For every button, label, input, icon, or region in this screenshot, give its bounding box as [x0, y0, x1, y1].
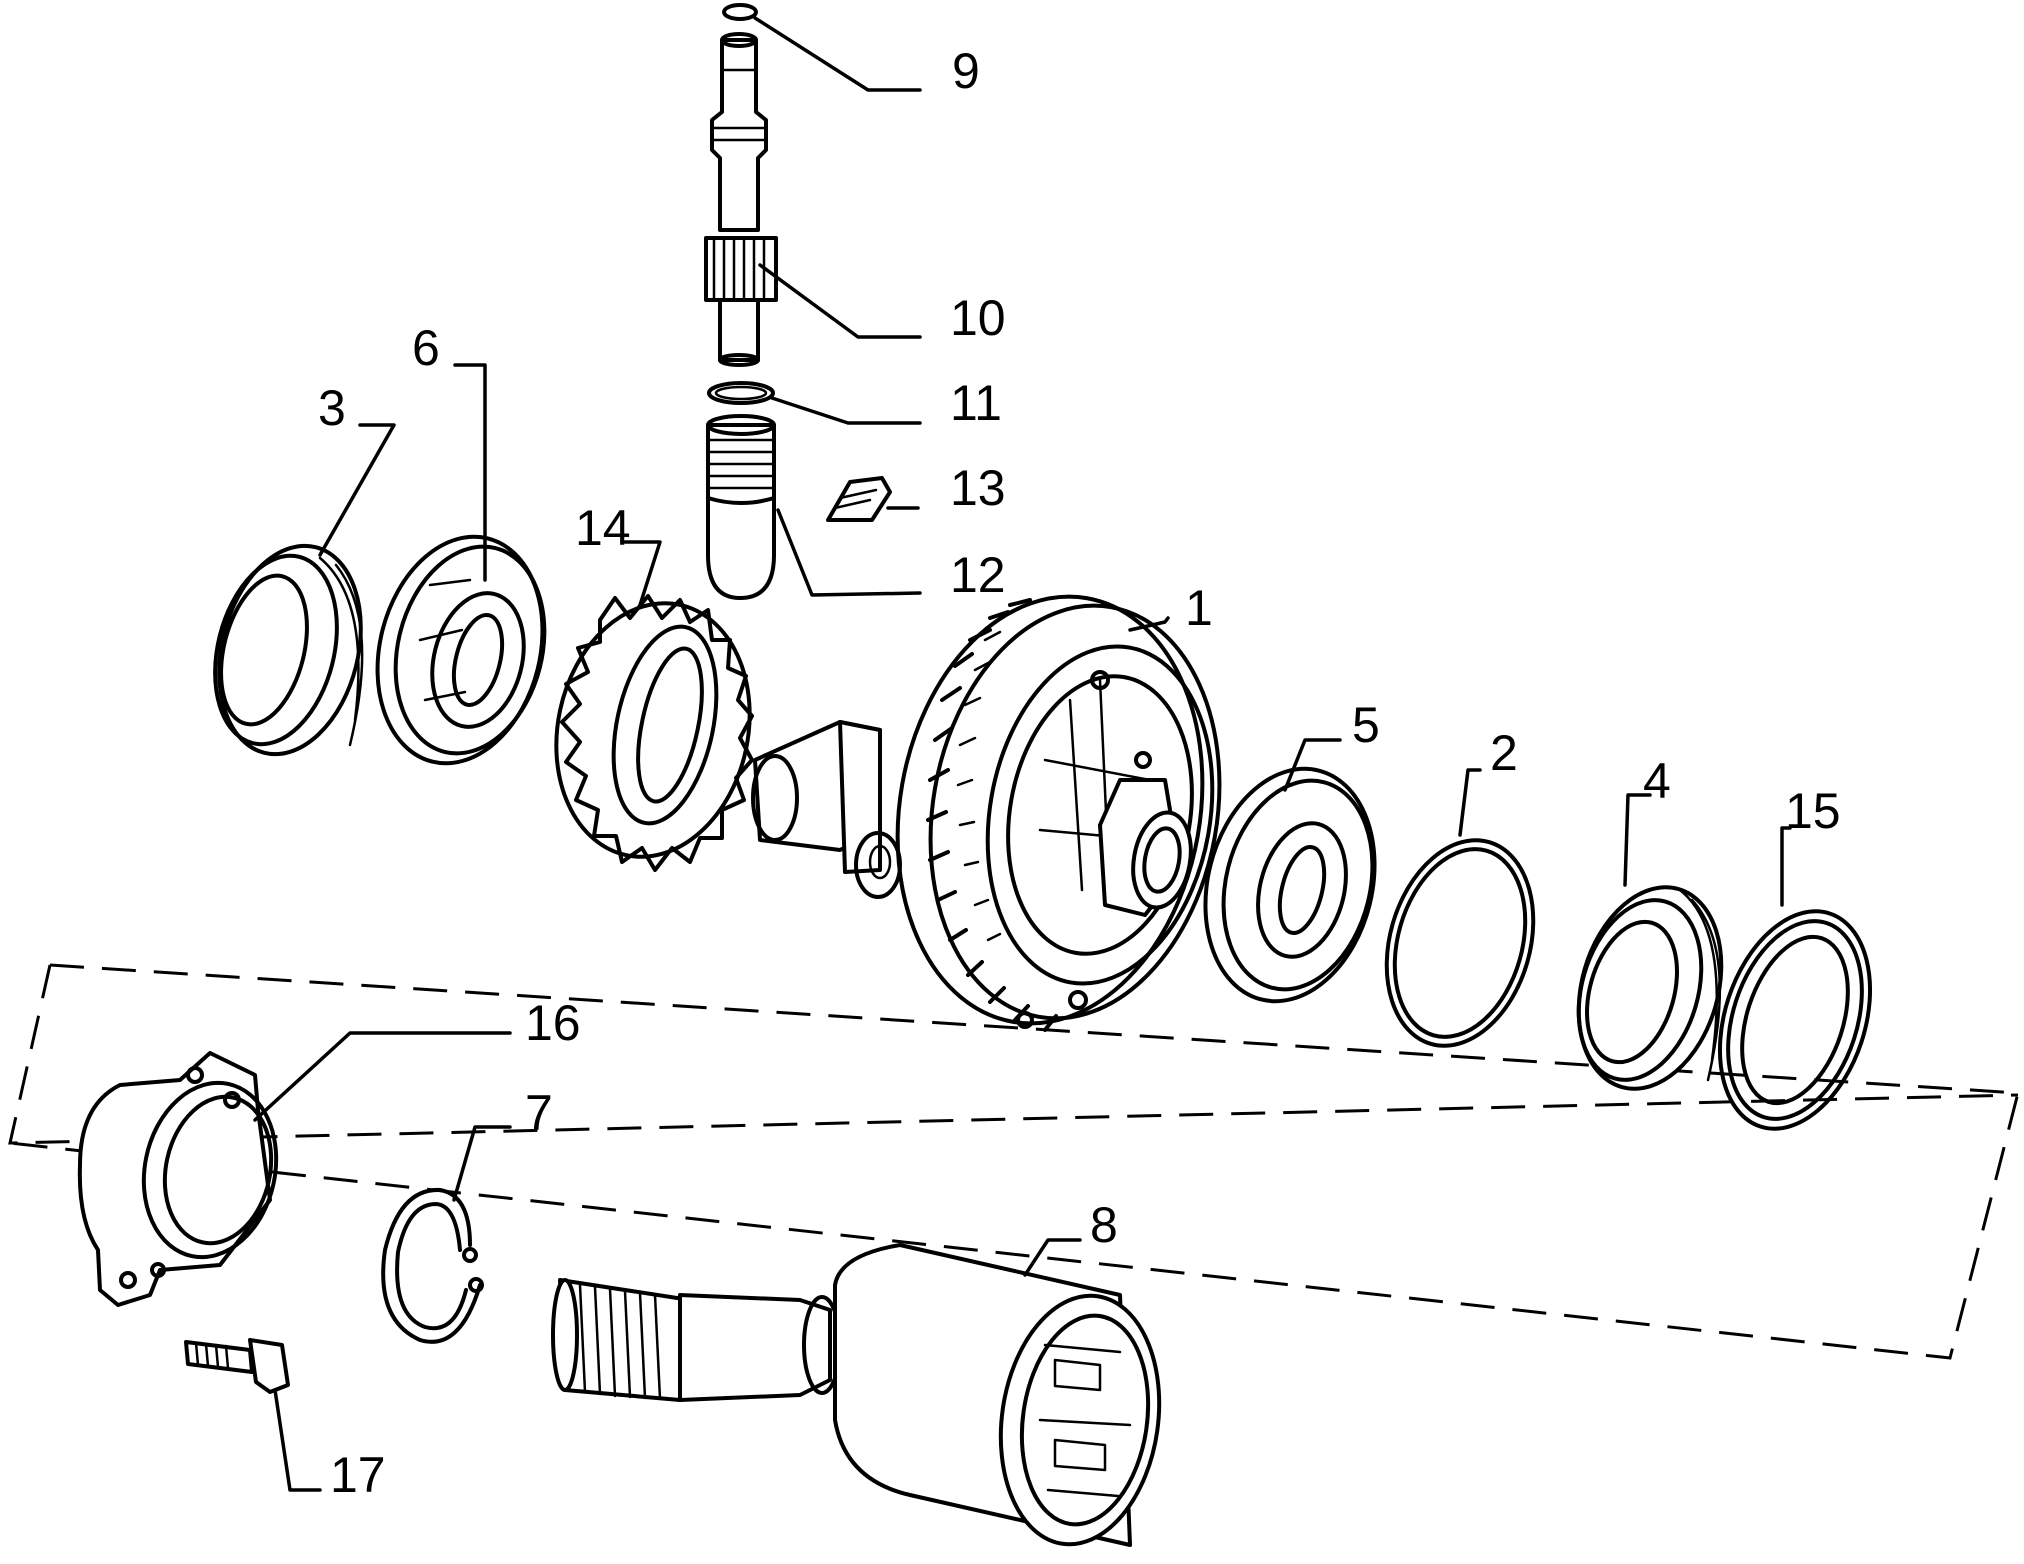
callout-9: 9 [952, 43, 980, 99]
leader-1 [1128, 616, 1170, 632]
leader-lines [253, 16, 1792, 1492]
part-11-o-ring [707, 381, 775, 405]
callout-5: 5 [1352, 697, 1380, 753]
group-frame-dashed [8, 963, 2020, 1360]
callout-10: 10 [950, 290, 1006, 346]
callout-14: 14 [575, 500, 631, 556]
leader-6 [453, 363, 487, 582]
callout-6: 6 [412, 320, 440, 376]
leader-5 [1283, 738, 1342, 792]
part-9-o-ring [722, 3, 758, 21]
part-7-circlip [381, 1187, 484, 1344]
part-3-seal-ring [213, 543, 364, 757]
callout-7: 7 [525, 1085, 553, 1141]
callout-4: 4 [1643, 753, 1671, 809]
part-1-differential-crown-gear [751, 594, 1222, 1032]
part-4-seal-ring [1576, 885, 1724, 1091]
leader-11 [770, 396, 922, 425]
part-14-gear [554, 594, 754, 872]
part-6-bearing [375, 534, 547, 766]
part-12-bushing [706, 414, 776, 600]
part-16-flange-housing [77, 1051, 279, 1307]
callout-2: 2 [1490, 725, 1518, 781]
callout-13: 13 [950, 460, 1006, 516]
leader-10 [758, 263, 922, 339]
part-2-shim-ring [1384, 838, 1536, 1048]
part-10-pinion-shaft [704, 32, 778, 367]
leader-3 [318, 423, 396, 557]
part-17-bolt [184, 1338, 290, 1394]
part-15-seal-ring [1717, 909, 1873, 1131]
callout-3: 3 [318, 380, 346, 436]
leader-7 [452, 1125, 512, 1202]
leader-4 [1623, 793, 1652, 887]
callout-1: 1 [1185, 580, 1213, 636]
callout-11: 11 [950, 375, 1002, 431]
leader-15 [1780, 826, 1792, 907]
leader-2 [1458, 768, 1482, 837]
callout-12: 12 [950, 547, 1006, 603]
callout-17: 17 [330, 1447, 386, 1503]
callout-labels: 9 10 11 13 12 14 1 3 6 5 2 4 15 16 7 8 1… [318, 43, 1841, 1503]
part-8-drive-joint [551, 1243, 1162, 1547]
leader-8 [1023, 1238, 1082, 1277]
callout-16: 16 [525, 995, 581, 1051]
leader-16 [253, 1031, 512, 1122]
part-13-plug [826, 476, 892, 522]
callout-8: 8 [1090, 1197, 1118, 1253]
leader-14 [623, 540, 662, 607]
leader-9 [753, 16, 922, 92]
leader-17 [273, 1388, 322, 1492]
part-5-bearing [1203, 766, 1377, 1004]
leader-12 [776, 508, 922, 597]
callout-15: 15 [1785, 783, 1841, 839]
